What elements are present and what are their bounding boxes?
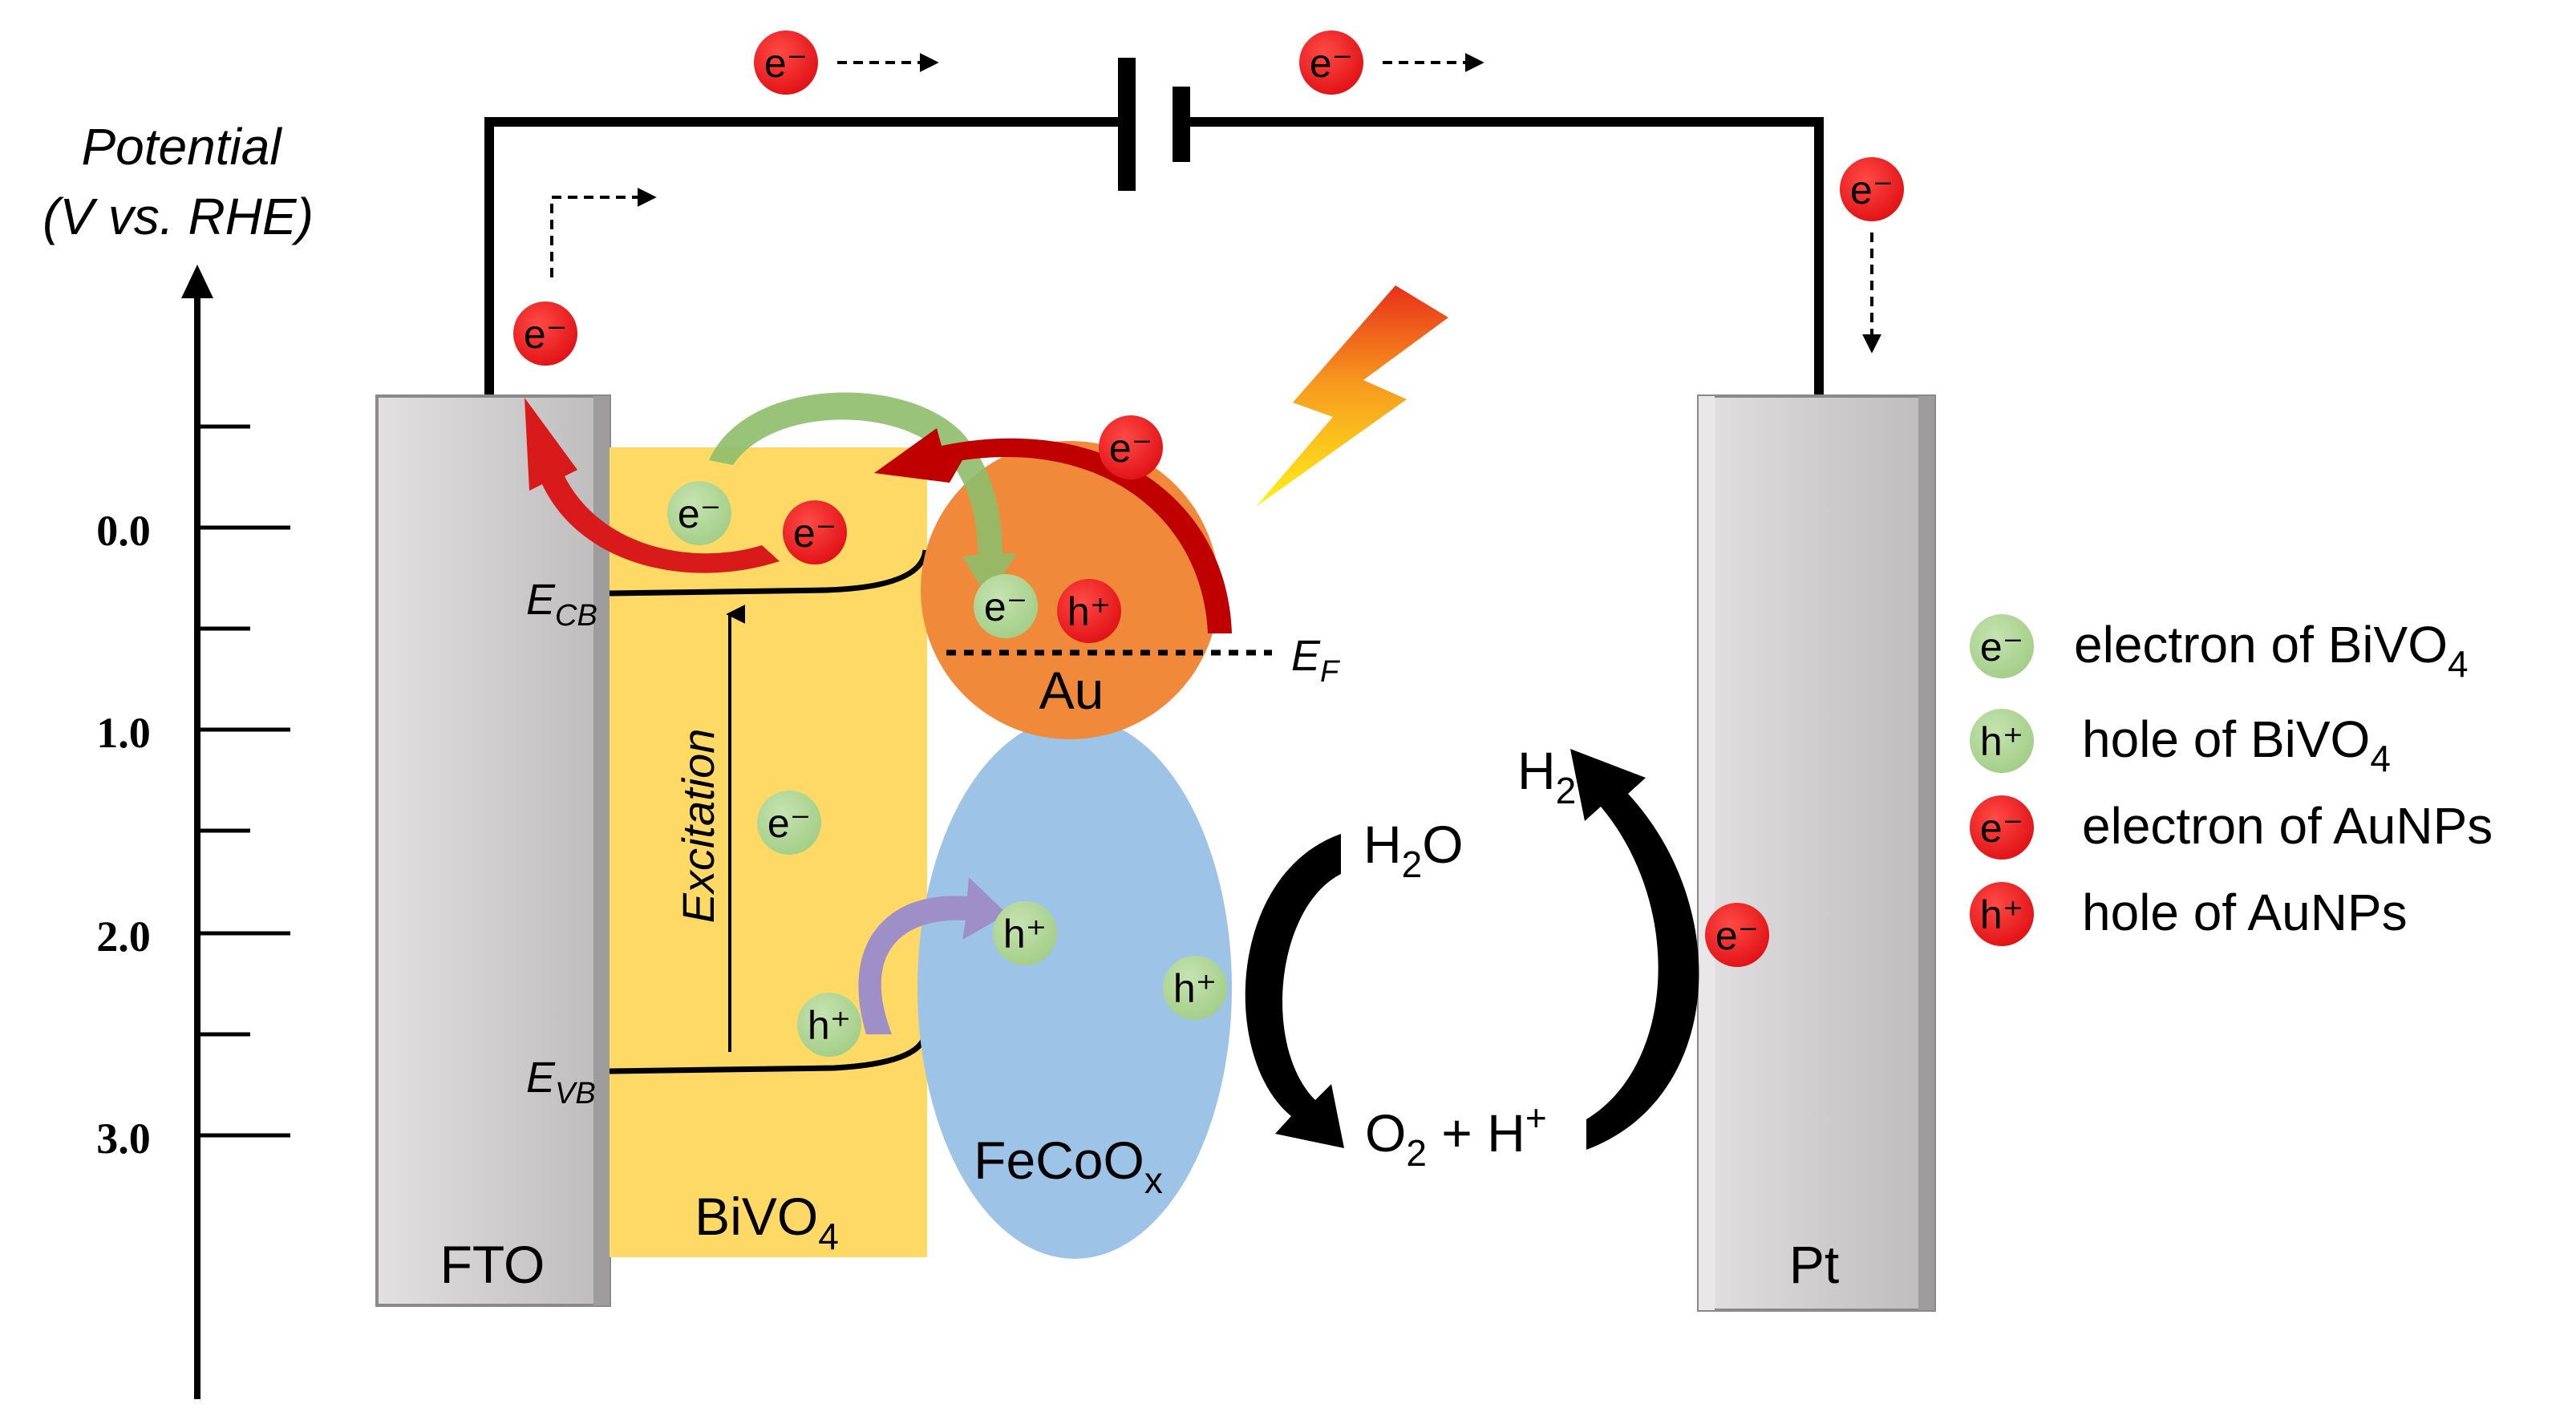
hole-particle-green: h⁺	[993, 901, 1057, 965]
potential-axis: Potential (V vs. RHE) 0.0 1.0 2.0 3.0	[43, 118, 314, 1399]
svg-text:h⁺: h⁺	[1980, 719, 2023, 764]
electron-particle-red: e⁻	[1299, 30, 1363, 95]
ef-label: EF	[1291, 632, 1340, 689]
axis-title-line1: Potential	[81, 118, 282, 176]
evb-label: EVB	[526, 1054, 596, 1110]
fto-label: FTO	[440, 1235, 545, 1294]
svg-text:e⁻: e⁻	[1850, 168, 1894, 212]
svg-text:e⁻: e⁻	[764, 41, 808, 86]
battery-icon	[1118, 58, 1190, 191]
svg-text:hole of AuNPs: hole of AuNPs	[2082, 884, 2408, 941]
svg-text:electron of AuNPs: electron of AuNPs	[2082, 797, 2493, 855]
svg-text:e⁻: e⁻	[984, 585, 1027, 629]
o2-h-label: O2 + H+	[1365, 1097, 1547, 1174]
svg-text:h⁺: h⁺	[1003, 912, 1047, 957]
external-circuit	[484, 117, 1824, 396]
axis-tick-label: 2.0	[96, 912, 151, 961]
electron-particle-red: e⁻	[783, 500, 847, 564]
axis-tick-label: 1.0	[96, 709, 151, 757]
circuit-wire-right	[1182, 117, 1824, 396]
excitation-label: Excitation	[673, 729, 723, 924]
electron-particle-red: e⁻	[754, 30, 818, 95]
circuit-wire-left	[484, 117, 1124, 396]
svg-text:e⁻: e⁻	[1715, 913, 1759, 958]
electron-particle-green: e⁻	[667, 481, 731, 545]
legend-item: e⁻ electron of BiVO4	[1970, 614, 2469, 685]
svg-text:e⁻: e⁻	[1980, 806, 2023, 851]
purple-transfer-arrow	[858, 877, 1007, 1034]
h2-label: H2	[1517, 741, 1576, 811]
proton-reduction-arrow	[1570, 749, 1699, 1150]
axis-arrowhead	[181, 265, 213, 298]
fecoox-label: FeCoOx	[974, 1131, 1163, 1201]
ecb-label: ECB	[526, 576, 597, 633]
electron-particle-red: e⁻	[513, 301, 577, 366]
svg-text:e⁻: e⁻	[1109, 426, 1152, 471]
electron-particle-red: e⁻	[1840, 157, 1904, 221]
electron-particle-red: e⁻	[1705, 903, 1769, 967]
legend: e⁻ electron of BiVO4 h⁺ hole of BiVO4 e⁻…	[1970, 614, 2493, 946]
legend-item: e⁻ electron of AuNPs	[1970, 795, 2493, 860]
svg-text:e⁻: e⁻	[793, 511, 836, 556]
h2o-label: H2O	[1363, 815, 1464, 885]
legend-item: h⁺ hole of AuNPs	[1970, 882, 2408, 946]
bivo4-layer: BiVO4 Excitation	[609, 447, 929, 1257]
electron-particle-green: e⁻	[974, 574, 1038, 638]
fto-electrode: FTO	[375, 394, 611, 1307]
electron-flow-arrows	[550, 53, 1881, 354]
svg-text:hole of BiVO4: hole of BiVO4	[2082, 710, 2391, 779]
pt-label: Pt	[1789, 1235, 1839, 1294]
svg-text:e⁻: e⁻	[1980, 625, 2023, 670]
svg-text:h⁺: h⁺	[1173, 966, 1217, 1011]
electron-particle-green: e⁻	[757, 791, 821, 855]
electron-particle-red: e⁻	[1099, 415, 1163, 479]
red-transfer-arrow-au	[874, 428, 1232, 633]
red-transfer-arrow-fto	[525, 398, 780, 573]
axis-tick-label: 0.0	[96, 507, 151, 555]
axis-tick-label: 3.0	[96, 1114, 151, 1163]
bivo4-label: BiVO4	[695, 1187, 839, 1257]
fecoox-catalyst: FeCoOx	[917, 717, 1232, 1259]
pt-electrode: Pt	[1697, 394, 1936, 1312]
svg-text:e⁻: e⁻	[524, 312, 567, 357]
svg-text:h⁺: h⁺	[808, 1003, 851, 1048]
svg-text:e⁻: e⁻	[1310, 41, 1353, 86]
conduction-band-edge	[609, 549, 929, 597]
hole-particle-red: h⁺	[1057, 579, 1121, 643]
dashed-arrow-fto-up	[550, 188, 657, 277]
legend-item: h⁺ hole of BiVO4	[1970, 709, 2391, 779]
hole-particle-green: h⁺	[797, 993, 861, 1057]
au-label: Au	[1039, 661, 1104, 720]
svg-text:e⁻: e⁻	[768, 801, 811, 846]
svg-text:e⁻: e⁻	[678, 492, 721, 536]
water-oxidation-arrow	[1245, 834, 1344, 1148]
svg-text:h⁺: h⁺	[1067, 589, 1111, 634]
hole-particle-green: h⁺	[1163, 956, 1227, 1020]
svg-text:h⁺: h⁺	[1980, 892, 2023, 937]
svg-text:electron of BiVO4: electron of BiVO4	[2074, 616, 2469, 685]
light-bolt-icon	[1256, 285, 1448, 507]
axis-title-line2: (V vs. RHE)	[43, 188, 314, 245]
